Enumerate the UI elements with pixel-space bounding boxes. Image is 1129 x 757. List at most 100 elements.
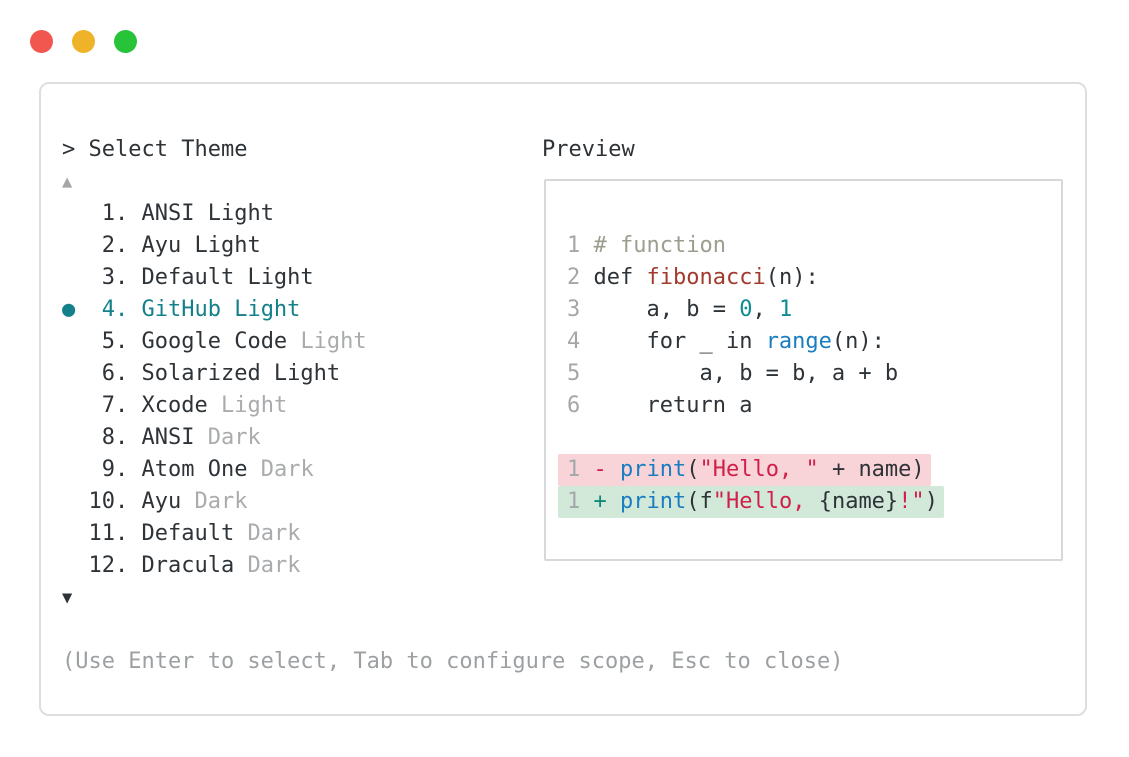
item-indent bbox=[62, 521, 89, 546]
item-indent bbox=[62, 425, 89, 450]
theme-list: 1. ANSI Light 2. Ayu Light 3. Default Li… bbox=[62, 198, 843, 582]
minimize-button[interactable] bbox=[72, 30, 95, 53]
theme-list-item[interactable]: 5. Google Code Light bbox=[62, 326, 843, 358]
theme-list-item[interactable]: 2. Ayu Light bbox=[62, 230, 843, 262]
item-indent bbox=[62, 265, 89, 290]
item-number: 3. bbox=[88, 265, 142, 290]
item-number: 11. bbox=[88, 521, 142, 546]
line-number: 4 bbox=[567, 329, 594, 354]
code-line: 3 a, b = 0, 1 bbox=[567, 294, 944, 326]
item-number: 7. bbox=[88, 393, 142, 418]
theme-list-item[interactable]: 7. Xcode Light bbox=[62, 390, 843, 422]
theme-list-item[interactable]: 3. Default Light bbox=[62, 262, 843, 294]
item-label: GitHub Light bbox=[141, 297, 301, 322]
zoom-button[interactable] bbox=[114, 30, 137, 53]
item-label: Dark bbox=[260, 457, 314, 482]
code-token: ( bbox=[686, 457, 700, 482]
line-number: 2 bbox=[567, 265, 594, 290]
code-token: , bbox=[752, 297, 779, 322]
prompt-char: > bbox=[62, 137, 89, 162]
code-line: 5 a, b = b, a + b bbox=[567, 358, 944, 390]
picker-title: Select Theme bbox=[88, 137, 248, 162]
selected-bullet-icon: ● bbox=[62, 297, 89, 322]
code-token: (n): bbox=[765, 265, 819, 290]
item-label: ANSI bbox=[141, 425, 208, 450]
scroll-down-icon: ▼ bbox=[62, 588, 73, 608]
item-label: Ayu bbox=[141, 489, 195, 514]
theme-list-item[interactable]: ● 4. GitHub Light bbox=[62, 294, 843, 326]
item-number: 12. bbox=[88, 553, 142, 578]
item-indent bbox=[62, 457, 89, 482]
item-label: Solarized Light bbox=[141, 361, 341, 386]
diff-highlight: 1 + print(f"Hello, {name}!") bbox=[558, 486, 944, 518]
item-indent bbox=[62, 201, 89, 226]
item-label: Dark bbox=[207, 425, 261, 450]
help-text: (Use Enter to select, Tab to configure s… bbox=[62, 649, 844, 674]
picker-header: > Select Theme bbox=[62, 134, 843, 166]
line-number: 3 bbox=[567, 297, 594, 322]
item-indent bbox=[62, 233, 89, 258]
code-token: - bbox=[593, 457, 620, 482]
item-indent bbox=[62, 393, 89, 418]
diff-highlight: 1 - print("Hello, " + name) bbox=[558, 454, 931, 486]
diff-line-added: 1 + print(f"Hello, {name}!") bbox=[558, 486, 944, 518]
item-label: Default bbox=[141, 521, 248, 546]
scroll-up-icon: ▲ bbox=[62, 172, 73, 192]
code-token: for _ in bbox=[593, 329, 766, 354]
item-number: 5. bbox=[88, 329, 142, 354]
code-token: "Hello, " bbox=[699, 457, 819, 482]
code-token: 1 bbox=[778, 297, 793, 322]
item-indent bbox=[62, 329, 89, 354]
theme-list-item[interactable]: 12. Dracula Dark bbox=[62, 550, 843, 582]
line-number: 6 bbox=[567, 393, 594, 418]
code-token: + bbox=[593, 489, 620, 514]
code-line: 6 return a bbox=[567, 390, 944, 422]
item-label: Dracula bbox=[141, 553, 248, 578]
code-token: a, b = b, a + b bbox=[593, 361, 899, 386]
item-number: 1. bbox=[88, 201, 142, 226]
code-token: + name) bbox=[818, 457, 925, 482]
code-token: (f bbox=[686, 489, 713, 514]
item-label: Dark bbox=[247, 553, 301, 578]
theme-list-item[interactable]: 9. Atom One Dark bbox=[62, 454, 843, 486]
theme-picker-panel: > Select Theme ▲ 1. ANSI Light 2. Ayu Li… bbox=[62, 134, 843, 678]
line-number: 5 bbox=[567, 361, 594, 386]
theme-list-item[interactable]: 1. ANSI Light bbox=[62, 198, 843, 230]
item-label: ANSI Light bbox=[141, 201, 274, 226]
item-label: Ayu Light bbox=[141, 233, 261, 258]
theme-list-item[interactable]: 11. Default Dark bbox=[62, 518, 843, 550]
item-number: 2. bbox=[88, 233, 142, 258]
theme-list-item[interactable]: 10. Ayu Dark bbox=[62, 486, 843, 518]
preview-title: Preview bbox=[542, 137, 635, 162]
code-token: # function bbox=[593, 233, 726, 258]
code-token: print bbox=[620, 457, 687, 482]
code-line: 4 for _ in range(n): bbox=[567, 326, 944, 358]
diff-line-removed: 1 - print("Hello, " + name) bbox=[558, 454, 944, 486]
item-label: Atom One bbox=[141, 457, 261, 482]
code-token: print bbox=[620, 489, 687, 514]
item-label: Google Code bbox=[141, 329, 301, 354]
item-number: 4. bbox=[88, 297, 142, 322]
theme-list-item[interactable]: 6. Solarized Light bbox=[62, 358, 843, 390]
item-number: 8. bbox=[88, 425, 142, 450]
close-button[interactable] bbox=[30, 30, 53, 53]
code-line: 1 # function bbox=[567, 230, 944, 262]
terminal-window: > Select Theme ▲ 1. ANSI Light 2. Ayu Li… bbox=[39, 82, 1087, 716]
code-token: def bbox=[593, 265, 647, 290]
code-line: 2 def fibonacci(n): bbox=[567, 262, 944, 294]
item-label: Xcode bbox=[141, 393, 221, 418]
item-label: Light bbox=[220, 393, 288, 418]
code-token: range bbox=[765, 329, 832, 354]
item-indent bbox=[62, 361, 89, 386]
code-token: return a bbox=[593, 393, 753, 418]
item-indent bbox=[62, 553, 89, 578]
item-number: 10. bbox=[88, 489, 142, 514]
line-number: 1 bbox=[567, 457, 594, 482]
theme-list-item[interactable]: 8. ANSI Dark bbox=[62, 422, 843, 454]
code-token: {name} bbox=[818, 489, 899, 514]
code-token: (n): bbox=[831, 329, 885, 354]
window-controls bbox=[30, 30, 137, 53]
code-token: ) bbox=[924, 489, 938, 514]
item-label: Light bbox=[300, 329, 367, 354]
